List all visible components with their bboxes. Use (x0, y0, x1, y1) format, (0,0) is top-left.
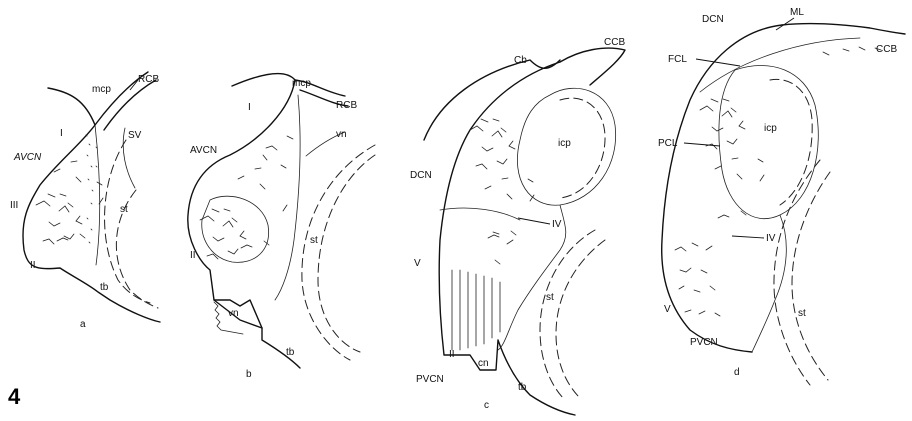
panel-c: Cb CCB icp DCN IV V st II cn PVCN tb c (410, 37, 625, 415)
panel-c-label-ii: II (449, 349, 455, 360)
figure-number: 4 (8, 384, 21, 409)
panel-d-outer-outline (662, 25, 782, 352)
panel-b-outer-outline (188, 73, 300, 368)
panel-c-label-cn: cn (478, 358, 489, 369)
panel-b-st-dashed-1 (302, 145, 375, 360)
panel-b-label-st: st (310, 235, 318, 246)
panel-a-outer-outline (23, 88, 160, 322)
panel-b-label-tb: tb (286, 347, 295, 358)
panel-c-st-dashed-2 (556, 240, 605, 398)
panel-d-pvcn-texture (675, 243, 720, 316)
panel-a-label-ii: II (30, 260, 36, 271)
panel-b-label-vn-lower: vn (228, 308, 239, 319)
panel-a-stipple (86, 135, 97, 243)
panel-d: DCN ML CCB FCL icp PCL IV V st PVCN d (658, 7, 905, 385)
panel-a-fiber-texture (36, 161, 103, 244)
panel-a-label-i: I (60, 128, 63, 139)
panel-b-label-mcp: mcp (292, 78, 311, 89)
panel-c-boundary-dcn (440, 208, 520, 220)
panel-b-label-vn-upper: vn (336, 129, 347, 140)
panel-a-label-sv: SV (128, 130, 142, 141)
panel-c-label-icp: icp (558, 138, 571, 149)
panel-b-label-avcn: AVCN (190, 145, 217, 156)
panel-c-label-dcn: DCN (410, 170, 432, 181)
panel-d-label-fcl: FCL (668, 54, 687, 65)
panel-c-label-pvcn: PVCN (416, 374, 444, 385)
panel-c-pvcn-striations (452, 270, 500, 350)
panel-d-ml-boundary (700, 38, 860, 92)
panel-c-caption: c (484, 400, 489, 411)
panel-d-leader-pcl (684, 143, 720, 146)
panel-a-st-dashed-2 (105, 140, 150, 303)
panel-d-label-v: V (664, 304, 671, 315)
panel-d-leader-iv (732, 236, 764, 238)
panel-a-caption: a (80, 319, 86, 330)
panel-c-label-tb: tb (518, 382, 527, 393)
panel-d-label-iv: IV (766, 233, 776, 244)
panel-c-outer-outline (439, 62, 575, 415)
panel-d-st-dashed-1 (774, 160, 820, 385)
panel-c-label-v: V (414, 258, 421, 269)
panel-a-label-avcn: AVCN (13, 152, 42, 163)
panel-d-caption: d (734, 367, 740, 378)
panel-d-label-dcn: DCN (702, 14, 724, 25)
panel-a-label-iii: III (10, 200, 18, 211)
panel-c-st-dashed-1 (540, 230, 595, 400)
panel-d-label-pvcn: PVCN (690, 337, 718, 348)
panel-b-st-dashed-2 (318, 155, 375, 352)
panel-c-label-ccb: CCB (604, 37, 625, 48)
panel-a-label-rcb: RCB (138, 74, 159, 85)
panel-c-dcn-texture (470, 119, 534, 264)
panel-b-label-i: I (248, 102, 251, 113)
panel-d-label-st: st (798, 308, 806, 319)
panel-a-label-mcp: mcp (92, 84, 111, 95)
panel-a: mcp RCB I AVCN SV III st II tb a (10, 72, 160, 330)
panel-a-label-tb: tb (100, 282, 109, 293)
panel-b: mcp I RCB AVCN vn st II vn tb b (188, 73, 375, 380)
panel-c-label-cb: Cb (514, 55, 527, 66)
panel-d-label-ml: ML (790, 7, 804, 18)
panel-c-label-st: st (546, 292, 554, 303)
panel-c-leader-iv (518, 218, 550, 224)
panel-b-label-ii: II (190, 250, 196, 261)
panel-d-label-ccb: CCB (876, 44, 897, 55)
panel-b-label-rcb: RCB (336, 100, 357, 111)
panel-d-label-icp: icp (764, 123, 777, 134)
panel-d-icp-outline (719, 65, 818, 218)
panel-c-ccb-tract (560, 48, 625, 85)
panel-d-leader-fcl (696, 59, 740, 66)
panel-d-label-pcl: PCL (658, 138, 678, 149)
panel-d-st-dashed-2 (792, 172, 830, 380)
panel-a-inner-boundary (95, 125, 100, 265)
panel-c-cb-outline (424, 60, 560, 140)
panel-b-inner-boundary (275, 95, 300, 300)
panel-b-caption: b (246, 369, 252, 380)
panel-d-icp-dashed-inner (770, 79, 812, 205)
panel-c-label-iv: IV (552, 219, 562, 230)
panel-d-top-outline (782, 24, 905, 34)
panel-a-label-st: st (120, 204, 128, 215)
